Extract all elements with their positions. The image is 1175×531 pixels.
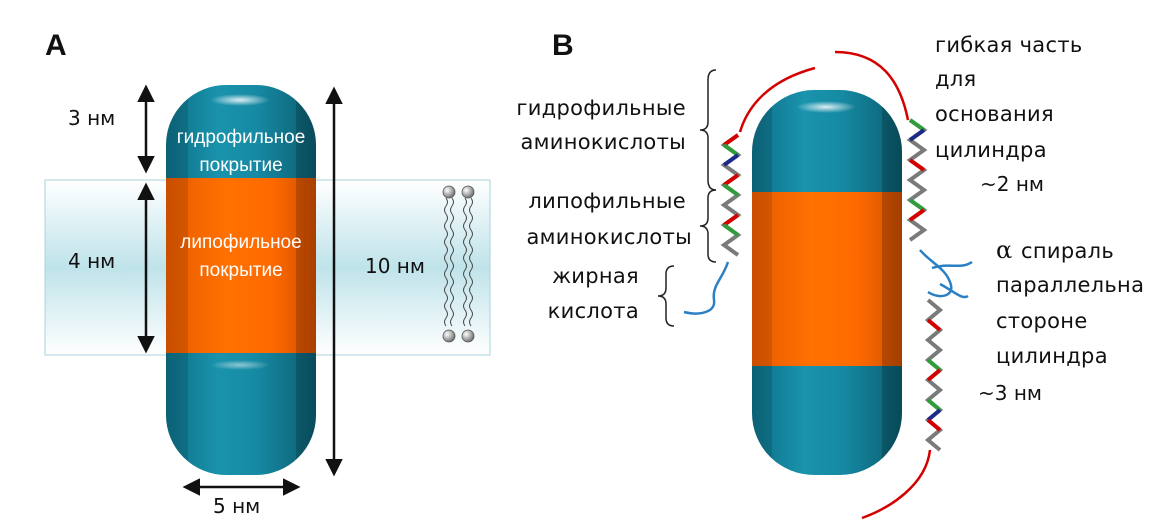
flexible-label-1: гибкая часть bbox=[935, 33, 1083, 57]
alpha-helix-left bbox=[720, 133, 742, 257]
alpha-helix-right-upper bbox=[906, 118, 928, 242]
hydrophilic-aa-label-2: аминокислоты bbox=[521, 130, 687, 154]
flexible-linker-left bbox=[738, 66, 816, 133]
hydrophilic-coating-label-1: гидрофильное bbox=[177, 127, 306, 148]
fatty-acid-label-2: кислота bbox=[548, 299, 639, 323]
lipophilic-coating-label-1: липофильное bbox=[180, 232, 301, 253]
nanocylinder-a bbox=[166, 85, 316, 475]
lipophilic-aa-label-2: аминокислоты bbox=[527, 225, 693, 249]
panel-b-label: B bbox=[552, 29, 574, 62]
flexible-label-2: для bbox=[935, 67, 976, 91]
helix-label-3: стороне bbox=[996, 309, 1088, 333]
hydrophilic-brace bbox=[699, 69, 717, 191]
top-thickness-label: 3 нм bbox=[68, 106, 115, 130]
fatty-acid-label-1: жирная bbox=[552, 264, 639, 288]
lipophilic-aa-label-1: липофильные bbox=[528, 189, 686, 213]
lipophilic-band-a bbox=[166, 178, 316, 353]
lipid-bilayer-icon bbox=[442, 185, 475, 343]
fatty-acid-chain bbox=[683, 261, 730, 315]
flexible-size-label: ~2 нм bbox=[980, 172, 1044, 196]
flexible-linker-bottom bbox=[861, 449, 932, 520]
membrane-thickness-label: 4 нм bbox=[68, 249, 115, 273]
fatty-acid-right bbox=[919, 249, 973, 299]
helix-label-1: спираль bbox=[1021, 239, 1114, 263]
flexible-label-3: основания bbox=[935, 102, 1054, 126]
helix-label-4: цилиндра bbox=[996, 344, 1108, 368]
flexible-label-4: цилиндра bbox=[935, 138, 1047, 162]
lipophilic-coating-label-2: покрытие bbox=[199, 260, 282, 281]
lipophilic-band-b bbox=[752, 192, 902, 366]
helix-size-label: ~3 нм bbox=[978, 381, 1042, 405]
width-label: 5 нм bbox=[213, 494, 260, 518]
fatty-acid-brace bbox=[657, 265, 675, 327]
panel-a-label: A bbox=[45, 29, 67, 62]
lipophilic-brace bbox=[699, 189, 717, 263]
alpha-helix-right-lower bbox=[924, 298, 944, 452]
hydrophilic-coating-label-2: покрытие bbox=[199, 155, 282, 176]
flexible-linker-right bbox=[834, 50, 910, 121]
total-height-label: 10 нм bbox=[365, 254, 425, 278]
alpha-symbol: α bbox=[996, 236, 1012, 264]
helix-label-2: параллельна bbox=[996, 273, 1144, 297]
nanocylinder-b bbox=[752, 90, 902, 475]
hydrophilic-aa-label-1: гидрофильные bbox=[516, 96, 686, 120]
